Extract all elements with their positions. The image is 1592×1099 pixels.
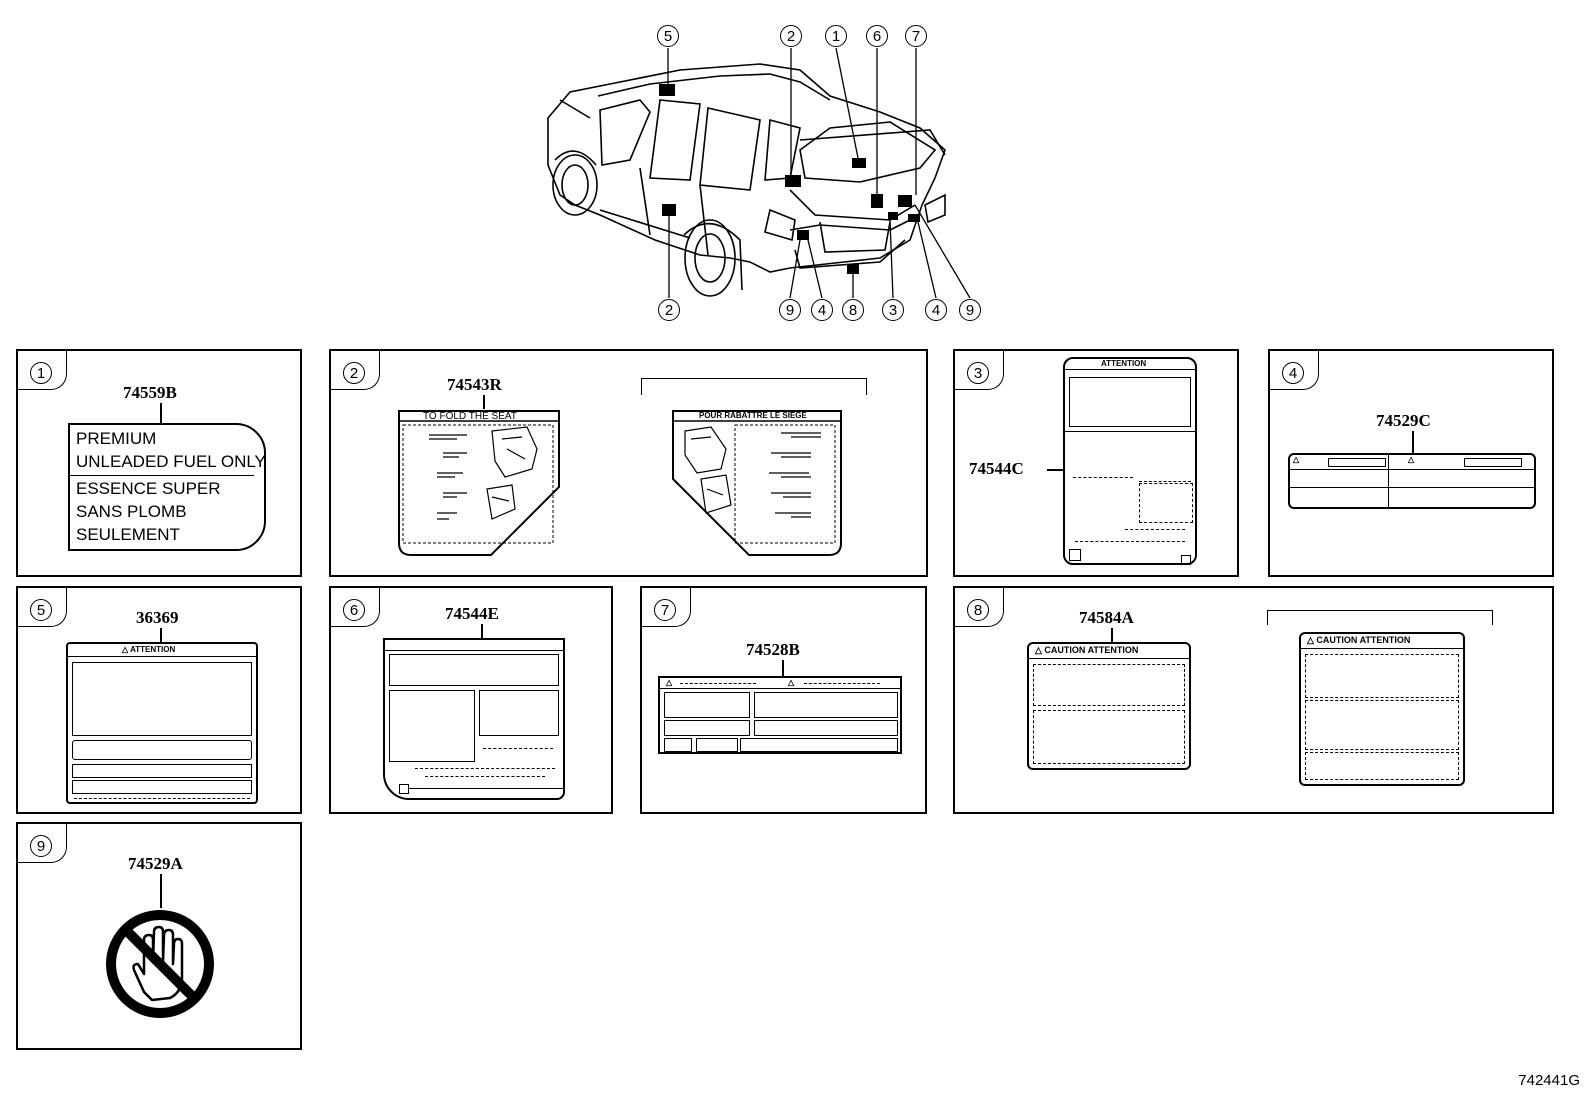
panel-tab — [18, 588, 67, 627]
callout-top-6: 6 — [866, 25, 888, 47]
label-attention-title: △ ATTENTION — [122, 645, 176, 654]
panel-number: 1 — [30, 362, 52, 384]
label-74584A-left: △ CAUTION ATTENTION — [1027, 642, 1191, 770]
panel-number: 2 — [343, 362, 365, 384]
leader-line — [160, 628, 162, 642]
callout-bottom-2: 2 — [658, 299, 680, 321]
panel-7: 7 74528B △ △ — [640, 586, 927, 814]
callout-top-1: 1 — [825, 25, 847, 47]
fuel-line-5: SEULEMENT — [76, 525, 180, 544]
no-touch-icon — [106, 910, 214, 1018]
panel-6: 6 74544E — [329, 586, 613, 814]
callout-bottom-3: 3 — [882, 299, 904, 321]
callout-bottom-8: 8 — [842, 299, 864, 321]
callout-bottom-9b: 9 — [959, 299, 981, 321]
label-36369: △ ATTENTION — [66, 642, 258, 804]
panel-number: 7 — [654, 599, 676, 621]
part-number: 74544C — [969, 459, 1024, 478]
leader-line — [160, 403, 162, 423]
fuel-line-1: PREMIUM — [76, 429, 157, 448]
seat-label-left — [398, 410, 560, 556]
panel-tab — [642, 588, 691, 627]
leader-line — [1412, 431, 1414, 455]
callout-top-2: 2 — [780, 25, 802, 47]
panel-tab — [18, 824, 67, 863]
callout-top-5: 5 — [657, 25, 679, 47]
label-attention-title: ATTENTION — [1101, 359, 1147, 368]
leader-line — [782, 660, 784, 676]
panel-tab — [331, 351, 380, 390]
diagram-reference-code: 742441G — [1518, 1072, 1580, 1089]
panel-number: 8 — [967, 599, 989, 621]
panel-number: 6 — [343, 599, 365, 621]
panel-tab — [18, 351, 67, 390]
label-74584A-right: △ CAUTION ATTENTION — [1299, 632, 1465, 786]
part-number: 74528B — [746, 640, 800, 659]
panel-number: 3 — [967, 362, 989, 384]
panel-1: 1 74559B PREMIUM UNLEADED FUEL ONLY ESSE… — [16, 349, 302, 577]
variant-bracket — [1267, 610, 1493, 625]
warning-icon: △ — [1408, 455, 1415, 464]
label-74529C: △ △ — [1288, 453, 1536, 509]
fuel-label: PREMIUM UNLEADED FUEL ONLY ESSENCE SUPER… — [68, 423, 266, 551]
warning-icon: △ — [788, 678, 795, 687]
panel-number: 4 — [1282, 362, 1304, 384]
leader-line — [483, 395, 485, 409]
callout-bottom-4b: 4 — [925, 299, 947, 321]
panel-9: 9 74529A — [16, 822, 302, 1050]
leader-line — [481, 624, 483, 638]
panel-5: 5 36369 △ ATTENTION — [16, 586, 302, 814]
variant-bracket — [641, 378, 867, 395]
panel-tab — [1270, 351, 1319, 390]
leader-line — [160, 874, 162, 908]
panel-number: 9 — [30, 835, 52, 857]
callout-bottom-4a: 4 — [811, 299, 833, 321]
label-74544E — [383, 638, 565, 800]
seat-label-right-title: POUR RABATTRE LE SIEGE — [699, 411, 807, 420]
part-number: 74529A — [128, 854, 183, 873]
part-number: 74544E — [445, 604, 499, 623]
callout-top-7: 7 — [905, 25, 927, 47]
panel-8: 8 74584A △ CAUTION ATTENTION △ CAUTION A… — [953, 586, 1554, 814]
part-number: 36369 — [136, 608, 179, 627]
fuel-line-2: UNLEADED FUEL ONLY — [76, 452, 266, 471]
seat-label-right — [672, 410, 842, 556]
warning-icon: △ — [1293, 455, 1300, 464]
caution-title: △ CAUTION ATTENTION — [1035, 645, 1139, 655]
panel-tab — [331, 588, 380, 627]
part-number: 74543R — [447, 375, 502, 394]
panel-tab — [955, 351, 1004, 390]
leader-line — [1047, 469, 1067, 471]
part-number: 74584A — [1079, 608, 1134, 627]
panel-3: 3 74544C ATTENTION — [953, 349, 1239, 577]
caution-title: △ CAUTION ATTENTION — [1307, 635, 1411, 645]
label-74544C: ATTENTION — [1063, 357, 1197, 565]
leader-line — [1111, 628, 1113, 644]
fuel-line-4: SANS PLOMB — [76, 502, 187, 521]
part-number: 74529C — [1376, 411, 1431, 430]
part-number: 74559B — [123, 383, 177, 402]
seat-label-left-title: TO FOLD THE SEAT — [423, 411, 517, 422]
panel-4: 4 74529C △ △ — [1268, 349, 1554, 577]
panel-number: 5 — [30, 599, 52, 621]
warning-icon: △ — [666, 678, 673, 687]
fuel-line-3: ESSENCE SUPER — [76, 479, 221, 498]
panel-2: 2 74543R TO FOLD THE SEAT POUR RABATTRE … — [329, 349, 928, 577]
panel-tab — [955, 588, 1004, 627]
vehicle-illustration — [547, 47, 971, 299]
callout-bottom-9a: 9 — [779, 299, 801, 321]
label-74528B: △ △ — [658, 676, 902, 754]
